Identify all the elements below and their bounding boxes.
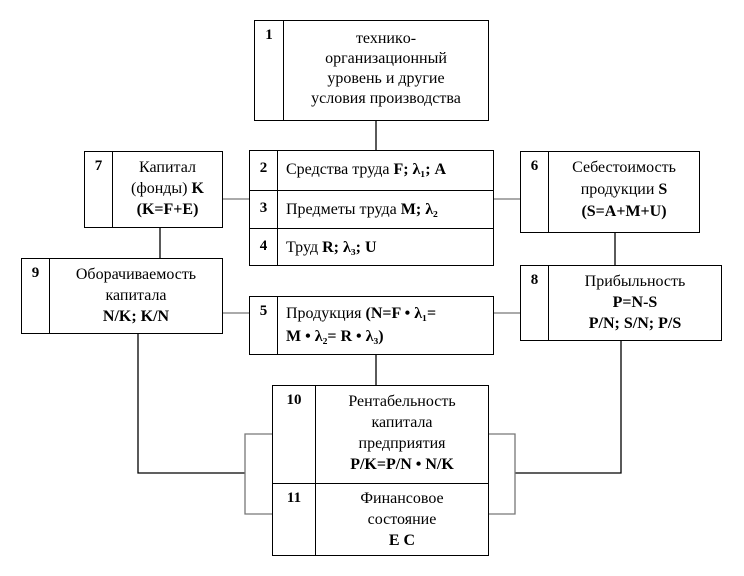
box-formula: S	[658, 181, 668, 198]
box-number: 4	[250, 229, 278, 266]
box-number: 7	[85, 152, 113, 227]
box-2-means-of-labor: 2 Средства труда F; λ₁; A	[250, 151, 493, 190]
box-text-line: уровень и другие	[327, 70, 445, 87]
box-number: 1	[255, 21, 284, 120]
box-text-line: техникo-	[355, 30, 417, 47]
box-1-technical-level: 1 техникo- организационный уровень и дру…	[254, 20, 489, 121]
box-formula-line: M • λ₂= R • λ₃)	[286, 328, 384, 345]
box-text: Продукция	[286, 305, 366, 322]
box-number: 6	[521, 152, 549, 232]
box-text-line: Финансовое	[360, 490, 444, 507]
box-text-line: предприятия	[358, 435, 446, 452]
box-formula-line: P/K=P/N • N/K	[350, 456, 454, 473]
box-text: Предметы труда	[286, 201, 401, 218]
box-7-capital: 7 Капитал (фонды) K (K=F+E)	[84, 151, 223, 228]
box-formula: R; λ₃; U	[322, 239, 377, 256]
box-formula-line: P=N-S	[612, 294, 658, 311]
box-number: 2	[250, 151, 278, 190]
box-4-labor: 4 Труд R; λ₃; U	[250, 228, 493, 266]
box-3-objects-of-labor: 3 Предметы труда M; λ₂	[250, 190, 493, 228]
box-text: (фонды)	[131, 180, 192, 197]
box-5-production: 5 Продукция (N=F • λ₁= M • λ₂= R • λ₃)	[249, 296, 494, 355]
right-bracket	[488, 433, 516, 515]
box-text-line: Себестоимость	[572, 159, 676, 176]
box-8-profitability: 8 Прибыльность P=N-S P/N; S/N; P/S	[520, 265, 722, 341]
box-formula-line: E C	[388, 532, 416, 549]
box-formula: K	[191, 180, 204, 197]
box-number: 3	[250, 191, 278, 228]
box-text: Средства труда	[286, 161, 394, 178]
box-text: продукции	[580, 181, 659, 198]
left-bracket	[244, 433, 272, 515]
box-text-line: Капитал	[139, 159, 196, 176]
box-text-line: Прибыльность	[584, 273, 686, 290]
box-10-return-on-capital: 10 Рентабельность капитала предприятия P…	[273, 386, 488, 483]
connector-9-bracket	[137, 333, 245, 474]
box-formula-line: (S=A+M+U)	[581, 203, 667, 220]
connector-8-bracket	[515, 340, 622, 474]
box-text-line: организационный	[325, 50, 447, 67]
box-text-line: Рентабельность	[348, 393, 456, 410]
box-text-line: условия производства	[311, 90, 461, 107]
box-text-line: капитала	[105, 287, 167, 304]
box-11-financial-state: 11 Финансовое состояние E C	[273, 483, 488, 556]
box-text: Труд	[286, 239, 323, 256]
box-formula-line: (N=F • λ₁=	[365, 305, 437, 322]
box-number: 8	[521, 266, 549, 340]
box-number: 9	[22, 259, 50, 333]
box-9-capital-turnover: 9 Оборачиваемость капитала N/K; K/N	[21, 258, 223, 334]
box-formula-line: N/K; K/N	[102, 308, 170, 325]
box-number: 11	[273, 484, 316, 556]
box-formula-line: P/N; S/N; P/S	[588, 315, 682, 332]
box-text-line: состояние	[367, 511, 437, 528]
box-number: 10	[273, 386, 316, 483]
box-number: 5	[250, 297, 278, 354]
box-6-cost-of-production: 6 Себестоимость продукции S (S=A+M+U)	[520, 151, 700, 233]
box-2-4-resources: 2 Средства труда F; λ₁; A 3 Предметы тру…	[249, 150, 494, 266]
box-formula: M; λ₂	[400, 201, 438, 218]
box-formula-line: (K=F+E)	[136, 201, 199, 218]
box-text-line: Оборачиваемость	[75, 266, 197, 283]
box-text-line: капитала	[371, 414, 433, 431]
box-10-11-profitability-finance: 10 Рентабельность капитала предприятия P…	[272, 385, 489, 556]
box-formula: F; λ₁; A	[393, 161, 447, 178]
